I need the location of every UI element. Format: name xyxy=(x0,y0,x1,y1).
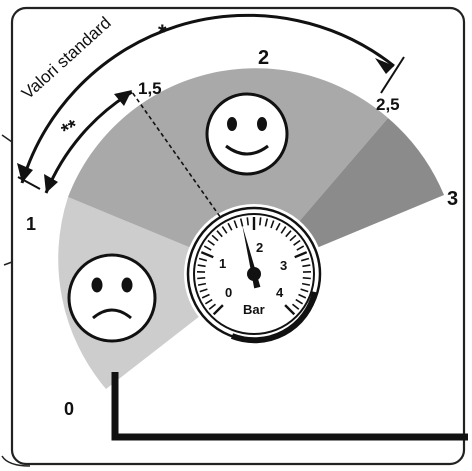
gauge-tick xyxy=(246,217,249,226)
gauge-tick xyxy=(233,220,238,229)
gauge-tick xyxy=(302,264,311,268)
happy-face-icon xyxy=(205,92,289,176)
gauge-tick xyxy=(296,245,305,251)
gauge-tick xyxy=(216,230,223,238)
gauge-tick xyxy=(302,277,311,280)
gauge-thick-bezel xyxy=(230,291,318,344)
edge-mark-bottom xyxy=(1,455,31,467)
edge-mark-top xyxy=(1,134,13,143)
gauge-tick xyxy=(300,288,309,293)
gauge-tick xyxy=(239,218,244,227)
gauge-tick xyxy=(227,222,233,231)
edge-mark-mid xyxy=(3,261,13,266)
standard-arc-tick-right xyxy=(380,56,405,94)
gauge-tick xyxy=(275,222,281,231)
range-label-0: 0 xyxy=(64,399,74,419)
gauge-tick xyxy=(199,288,208,293)
standard-values-arc xyxy=(20,13,395,184)
gauge-tick xyxy=(208,303,216,310)
range-label-3: 3 xyxy=(447,188,458,210)
gauge-tick xyxy=(289,234,297,242)
range-label-1: 1 xyxy=(26,214,36,234)
range-label-2: 2 xyxy=(258,47,269,69)
gauge-tick xyxy=(201,293,210,299)
gauge-tick xyxy=(197,282,207,286)
gauge-tick xyxy=(259,217,262,226)
gauge-tick xyxy=(270,220,275,229)
gauge-tick xyxy=(285,230,292,238)
gauge-tick-label-3: 3 xyxy=(280,258,287,273)
gauge-tick xyxy=(221,226,228,234)
gauge-tick xyxy=(292,303,300,310)
gauge-tick xyxy=(207,239,215,246)
gauge-tick xyxy=(264,218,269,227)
gauge-tick xyxy=(298,293,307,299)
gauge-tick xyxy=(280,226,287,234)
recommended-arc-arrow-left xyxy=(44,174,58,193)
gauge-tick xyxy=(198,257,208,262)
gauge-tick xyxy=(295,298,304,305)
range-label-2-5: 2,5 xyxy=(376,95,400,114)
gauge-hub xyxy=(247,267,261,281)
range-label-1-5: 1,5 xyxy=(138,79,162,98)
single-star-label: * xyxy=(158,20,167,45)
gauge-tick xyxy=(212,304,224,316)
standard-arc-tick-left xyxy=(17,176,41,190)
gauge-tick-label-0: 0 xyxy=(225,285,232,300)
gauge-tick xyxy=(203,245,212,251)
gauge-tick-marks xyxy=(196,217,312,316)
standard-arc-arrow-right xyxy=(375,58,394,74)
gauge-tick-label-1: 1 xyxy=(219,256,226,271)
gauge-tick xyxy=(284,304,296,316)
gauge-tick xyxy=(211,234,219,242)
recommended-arc-arrow-right xyxy=(114,90,132,106)
gauge-tick-label-4: 4 xyxy=(276,285,284,300)
gauge-tick xyxy=(294,251,308,259)
gauge-tick xyxy=(300,257,310,262)
gauge-tick xyxy=(204,298,213,305)
pressure-gauge: 0 1 2 3 4 Bar xyxy=(186,206,322,344)
gauge-tick xyxy=(197,277,206,280)
gauge-tick xyxy=(293,239,301,246)
gauge-unit-label: Bar xyxy=(243,302,265,317)
zone-normal-pressure xyxy=(68,68,388,274)
sad-face-icon xyxy=(67,253,157,343)
water-pipe xyxy=(111,372,468,441)
gauge-tick xyxy=(200,251,214,259)
gauge-tick-label-2: 2 xyxy=(256,240,263,255)
gauge-tick xyxy=(197,264,206,268)
gauge-tick xyxy=(301,282,311,286)
